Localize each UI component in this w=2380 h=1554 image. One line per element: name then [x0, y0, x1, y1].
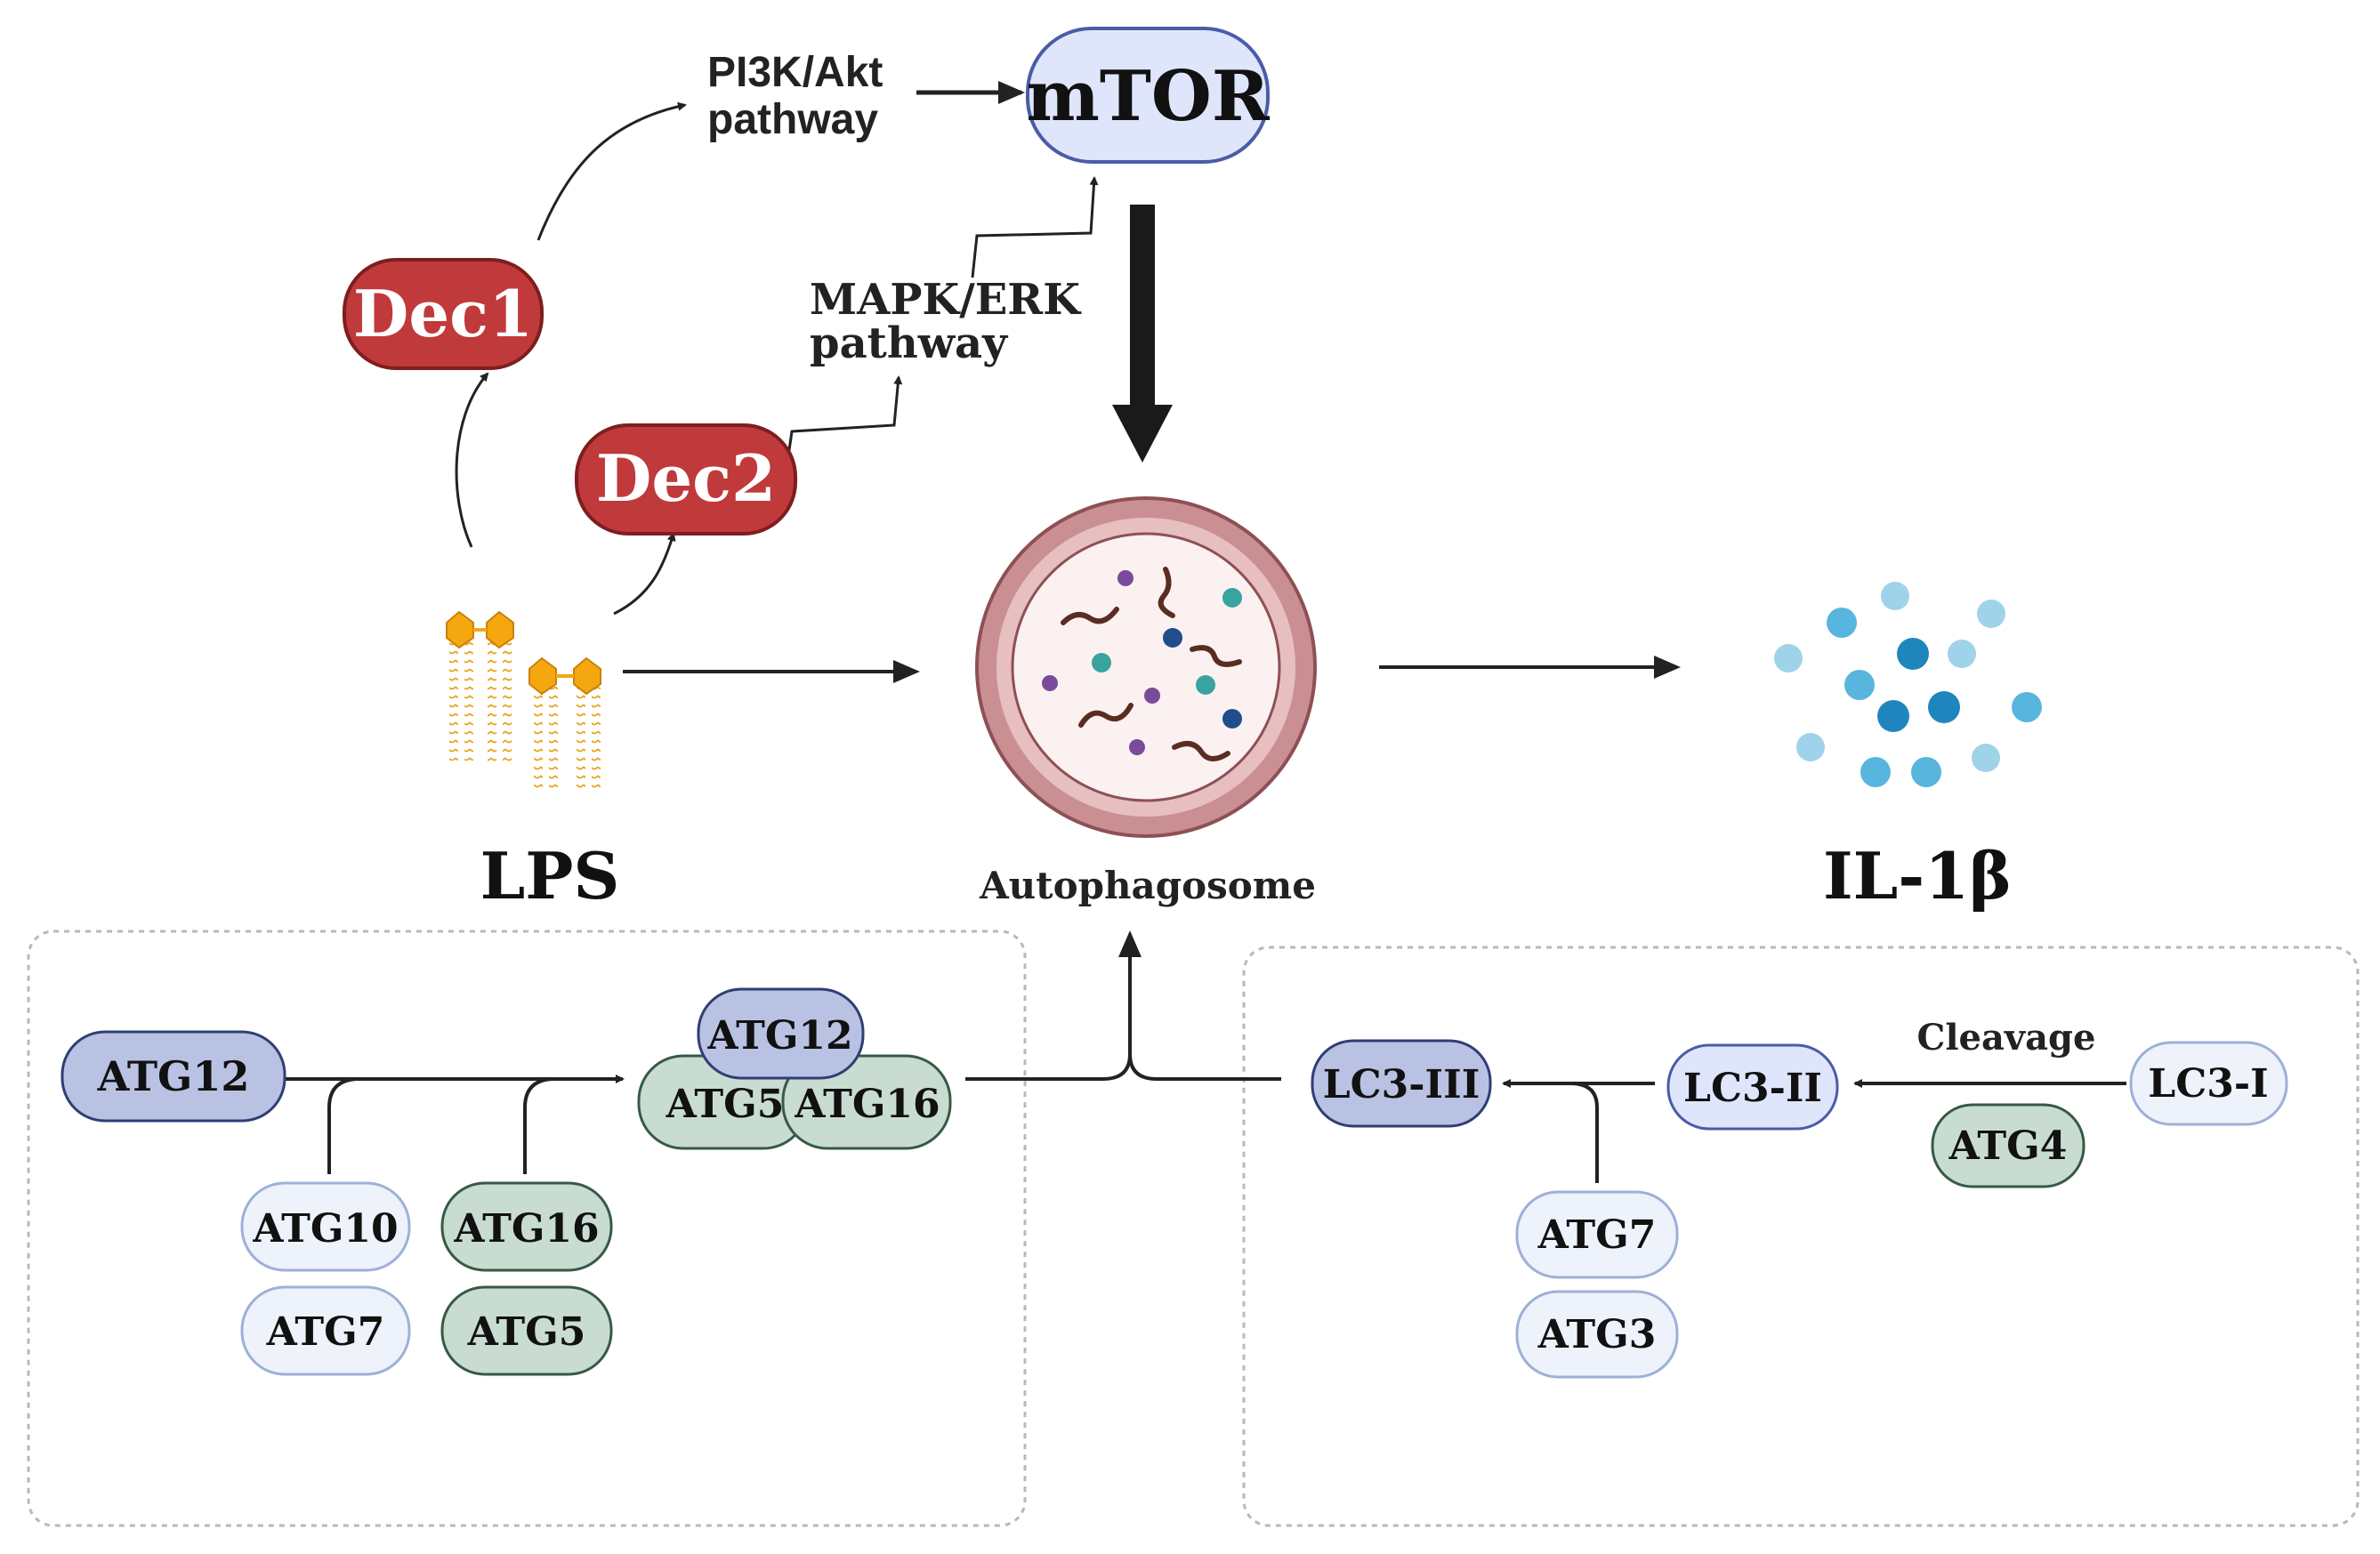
dec2-node: Dec2	[575, 423, 797, 535]
atg4-node: ATG4	[1931, 1103, 2086, 1188]
right-panel-arrows	[1502, 1079, 2126, 1183]
pi3k-line1: PI3K/Akt	[707, 49, 883, 96]
atg16-helper-label: ATG16	[453, 1206, 599, 1252]
autophagosome-icon	[975, 496, 1317, 838]
top-pathway-arrows	[455, 81, 1681, 683]
lc3-iii-node: LC3-III	[1311, 1039, 1492, 1128]
complex-atg12-label: ATG12	[706, 1013, 852, 1059]
arrow-mapk-to-mtor	[971, 176, 1099, 278]
mtor-label: mTOR	[1026, 56, 1271, 137]
arrow-lc3-to-autophagosome	[1128, 1053, 1281, 1081]
left-panel-frame	[27, 930, 1027, 1527]
lps-icon	[446, 610, 601, 788]
atg16-helper-node: ATG16	[440, 1181, 613, 1272]
arrow-dec1-to-pi3k	[537, 101, 687, 241]
atg7-left-node: ATG7	[240, 1285, 411, 1376]
lc3-ii-node: LC3-II	[1666, 1043, 1839, 1131]
mapk-line1: MAPK/ERK	[810, 275, 1082, 325]
lc3-i-label: LC3-I	[2148, 1061, 2268, 1107]
left-panel-arrows	[285, 930, 1281, 1174]
atg10-node: ATG10	[240, 1181, 411, 1272]
arrow-lps-to-dec2	[613, 532, 676, 616]
complex-atg5-label: ATG5	[666, 1082, 785, 1127]
pi3k-akt-label: PI3K/Akt pathway	[707, 49, 883, 143]
mtor-node: mTOR	[1026, 27, 1271, 164]
il1b-icon	[1774, 582, 2042, 787]
arrow-atg7-join	[1569, 1082, 1599, 1183]
dec1-node: Dec1	[343, 258, 544, 370]
pi3k-line2: pathway	[707, 96, 878, 143]
atg7-right-label: ATG7	[1537, 1212, 1657, 1258]
dec2-label: Dec2	[596, 440, 776, 516]
lc3-ii-label: LC3-II	[1683, 1066, 1822, 1111]
atg7-right-node: ATG7	[1515, 1190, 1679, 1279]
atg3-node: ATG3	[1515, 1290, 1679, 1379]
autophagosome-label: Autophagosome	[979, 864, 1316, 907]
lps-label: LPS	[480, 838, 620, 914]
arrow-atg10-join	[327, 1077, 357, 1174]
atg5-helper-node: ATG5	[440, 1285, 613, 1376]
arrow-dec2-to-mapk	[786, 375, 903, 463]
atg10-label: ATG10	[252, 1206, 398, 1252]
mapk-line2: pathway	[810, 318, 1009, 368]
atg5-atg16-atg12-complex: ATG12 ATG5 ATG16	[637, 987, 952, 1150]
dec1-label: Dec1	[353, 276, 533, 351]
mapk-erk-label: MAPK/ERK pathway	[810, 275, 1082, 368]
atg7-left-label: ATG7	[266, 1309, 385, 1355]
lc3-iii-label: LC3-III	[1323, 1062, 1480, 1107]
atg12-input-node: ATG12	[61, 1030, 286, 1123]
cleavage-label: Cleavage	[1917, 1017, 2096, 1059]
lc3-i-node: LC3-I	[2129, 1041, 2288, 1126]
atg4-label: ATG4	[1948, 1123, 2068, 1169]
il1b-label: IL-1β	[1823, 838, 2012, 914]
arrow-atg16-join	[523, 1077, 553, 1174]
right-panel-frame	[1242, 946, 2360, 1527]
arrow-mtor-to-autophagosome	[1112, 205, 1173, 463]
arrow-lps-to-dec1	[455, 372, 489, 548]
atg12-input-label: ATG12	[97, 1052, 250, 1100]
complex-atg16-label: ATG16	[794, 1082, 940, 1127]
atg5-helper-label: ATG5	[467, 1309, 586, 1355]
atg3-label: ATG3	[1537, 1312, 1657, 1357]
arrow-complex-to-autophagosome	[965, 930, 1142, 1081]
